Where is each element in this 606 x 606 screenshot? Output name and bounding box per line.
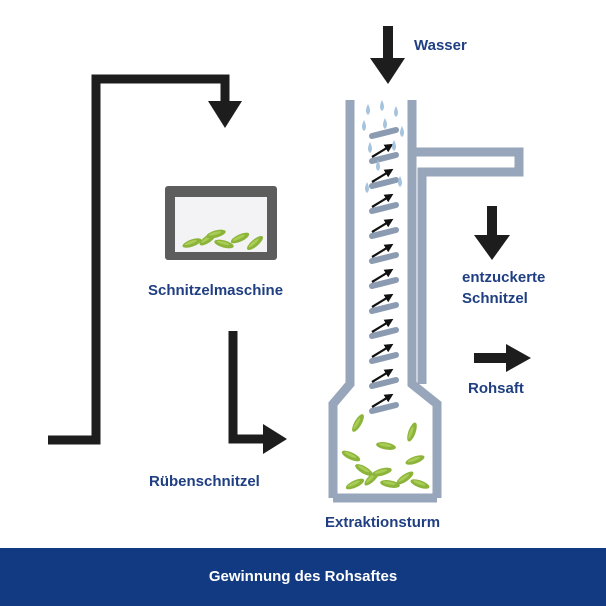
tower-wall-left [328,100,355,498]
tower-wall-right [407,100,442,498]
tower-baffles [369,127,399,414]
water-drops [362,100,404,193]
outlet-pipe [412,147,524,384]
label-entzuckerte-line2: Schnitzel [462,290,528,307]
label-ruebenschnitzel: Rübenschnitzel [149,473,260,490]
extraction-diagram [48,26,531,503]
schnitzelmaschine [165,186,277,260]
rohsaft-arrow [474,344,531,372]
label-entzuckerte-line1: entzuckerte [462,269,546,286]
entzuckerte-schnitzel-arrow [474,206,510,260]
label-rohsaft: Rohsaft [468,380,524,397]
label-entzuckerte-schnitzel: entzuckerte Schnitzel [462,267,545,309]
tower-chips [340,412,431,492]
chips-to-tower-arrow [228,331,287,454]
water-arrow [370,26,405,84]
footer-bar: Gewinnung des Rohsaftes [0,548,606,606]
label-schnitzelmaschine: Schnitzelmaschine [148,282,284,299]
flow-arrows [371,143,394,408]
label-extraktionsturm: Extraktionsturm [325,514,441,531]
footer-title: Gewinnung des Rohsaftes [208,568,398,585]
extraktionsturm [328,100,524,503]
feed-arrow [48,74,242,445]
label-wasser: Wasser [414,37,467,54]
